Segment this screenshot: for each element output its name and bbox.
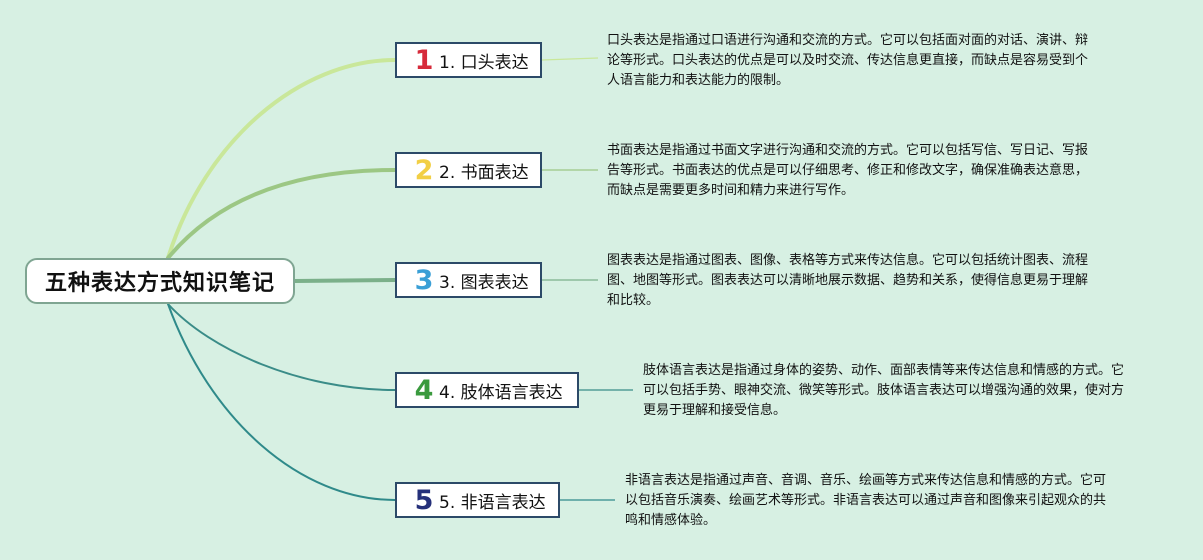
number-two-icon: 2 [414, 154, 434, 186]
description-nonverbal: 非语言表达是指通过声音、音调、音乐、绘画等方式来传达信息和情感的方式。它可以包括… [625, 473, 1107, 528]
connector-branch-5 [167, 303, 396, 501]
branch-1-oral[interactable]: 1 1. 口头表达 [395, 42, 542, 78]
branch-label: 5. 非语言表达 [439, 492, 546, 513]
description-oral: 口头表达是指通过口语进行沟通和交流的方式。它可以包括面对面的对话、演讲、辩论等形… [607, 33, 1089, 88]
branch-3-chart[interactable]: 3 3. 图表表达 [395, 262, 542, 298]
root-title: 五种表达方式知识笔记 [44, 271, 275, 296]
root-topic[interactable]: 五种表达方式知识笔记 [25, 258, 295, 304]
connector-branch-1 [166, 58, 397, 260]
connector-branch-4 [167, 303, 396, 391]
branch-2-written[interactable]: 2 2. 书面表达 [395, 152, 542, 188]
branch-label: 3. 图表表达 [439, 272, 529, 293]
branch-label: 4. 肢体语言表达 [439, 382, 563, 403]
number-five-icon: 5 [414, 484, 434, 516]
description-body-language: 肢体语言表达是指通过身体的姿势、动作、面部表情等来传达信息和情感的方式。它可以包… [643, 363, 1125, 418]
number-four-icon: 4 [414, 374, 434, 406]
branch-label: 1. 口头表达 [439, 52, 529, 73]
branch-5-nonverbal[interactable]: 5 5. 非语言表达 [395, 482, 560, 518]
connector-branch-2 [166, 168, 397, 260]
leader-line-1 [541, 57, 599, 61]
branch-4-body-language[interactable]: 4 4. 肢体语言表达 [395, 372, 579, 408]
number-one-icon: 1 [414, 44, 434, 76]
connector-branch-3 [293, 278, 397, 283]
branch-label: 2. 书面表达 [439, 162, 529, 183]
description-chart: 图表表达是指通过图表、图像、表格等方式来传达信息。它可以包括统计图表、流程图、地… [607, 253, 1089, 308]
description-written: 书面表达是指通过书面文字进行沟通和交流的方式。它可以包括写信、写日记、写报告等形… [607, 143, 1089, 198]
number-three-icon: 3 [414, 264, 434, 296]
